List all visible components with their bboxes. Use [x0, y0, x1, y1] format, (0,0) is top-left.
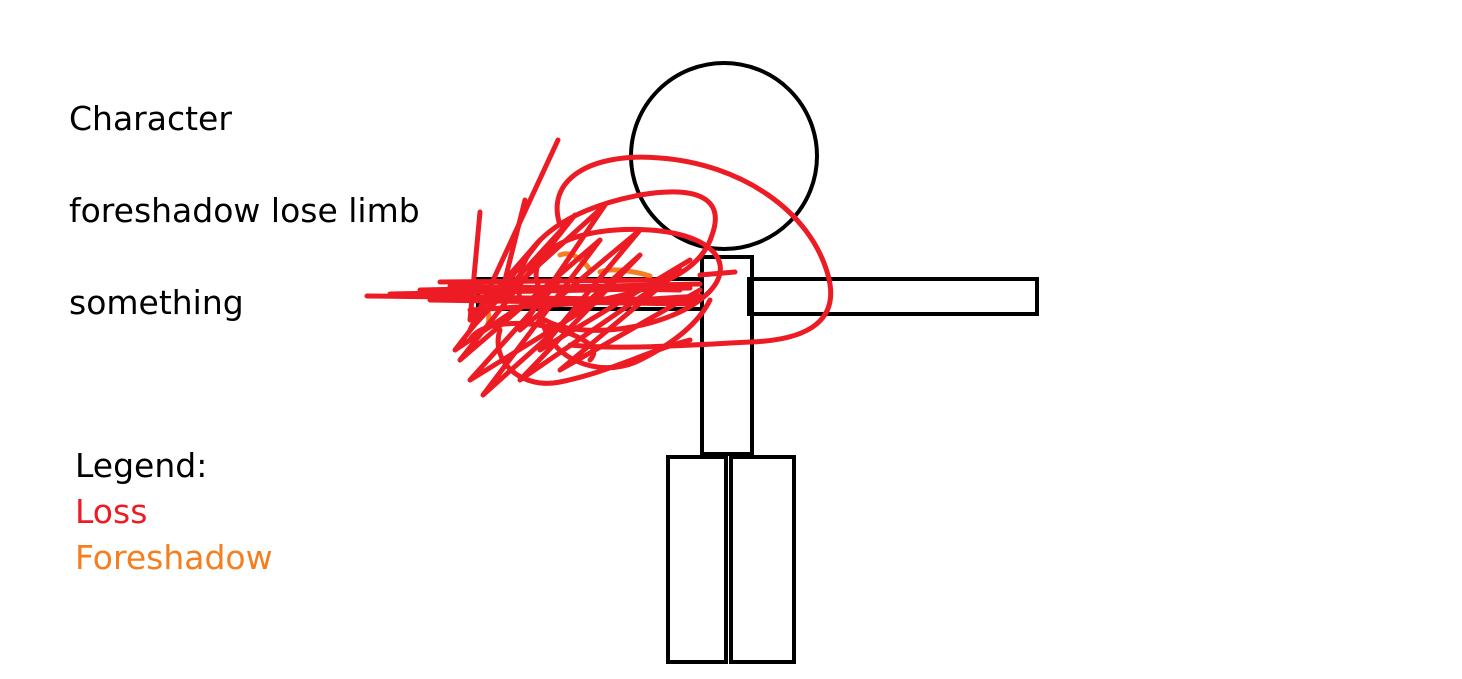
- note-line-3: something: [69, 283, 244, 322]
- legend-title: Legend:: [75, 446, 208, 485]
- figure-torso: [700, 255, 754, 456]
- note-line-2: foreshadow lose limb: [69, 191, 420, 230]
- legend-item-foreshadow: Foreshadow: [75, 538, 273, 577]
- legend: Legend: Loss Foreshadow: [75, 443, 273, 581]
- legend-item-loss: Loss: [75, 492, 148, 531]
- loss-scribble: [364, 137, 834, 398]
- annotation-note: Character foreshadow lose limb something: [69, 50, 420, 372]
- note-line-1: Character: [69, 99, 232, 138]
- figure-right-leg: [729, 455, 796, 664]
- figure-left-leg: [666, 455, 728, 664]
- figure-right-arm: [747, 277, 1039, 316]
